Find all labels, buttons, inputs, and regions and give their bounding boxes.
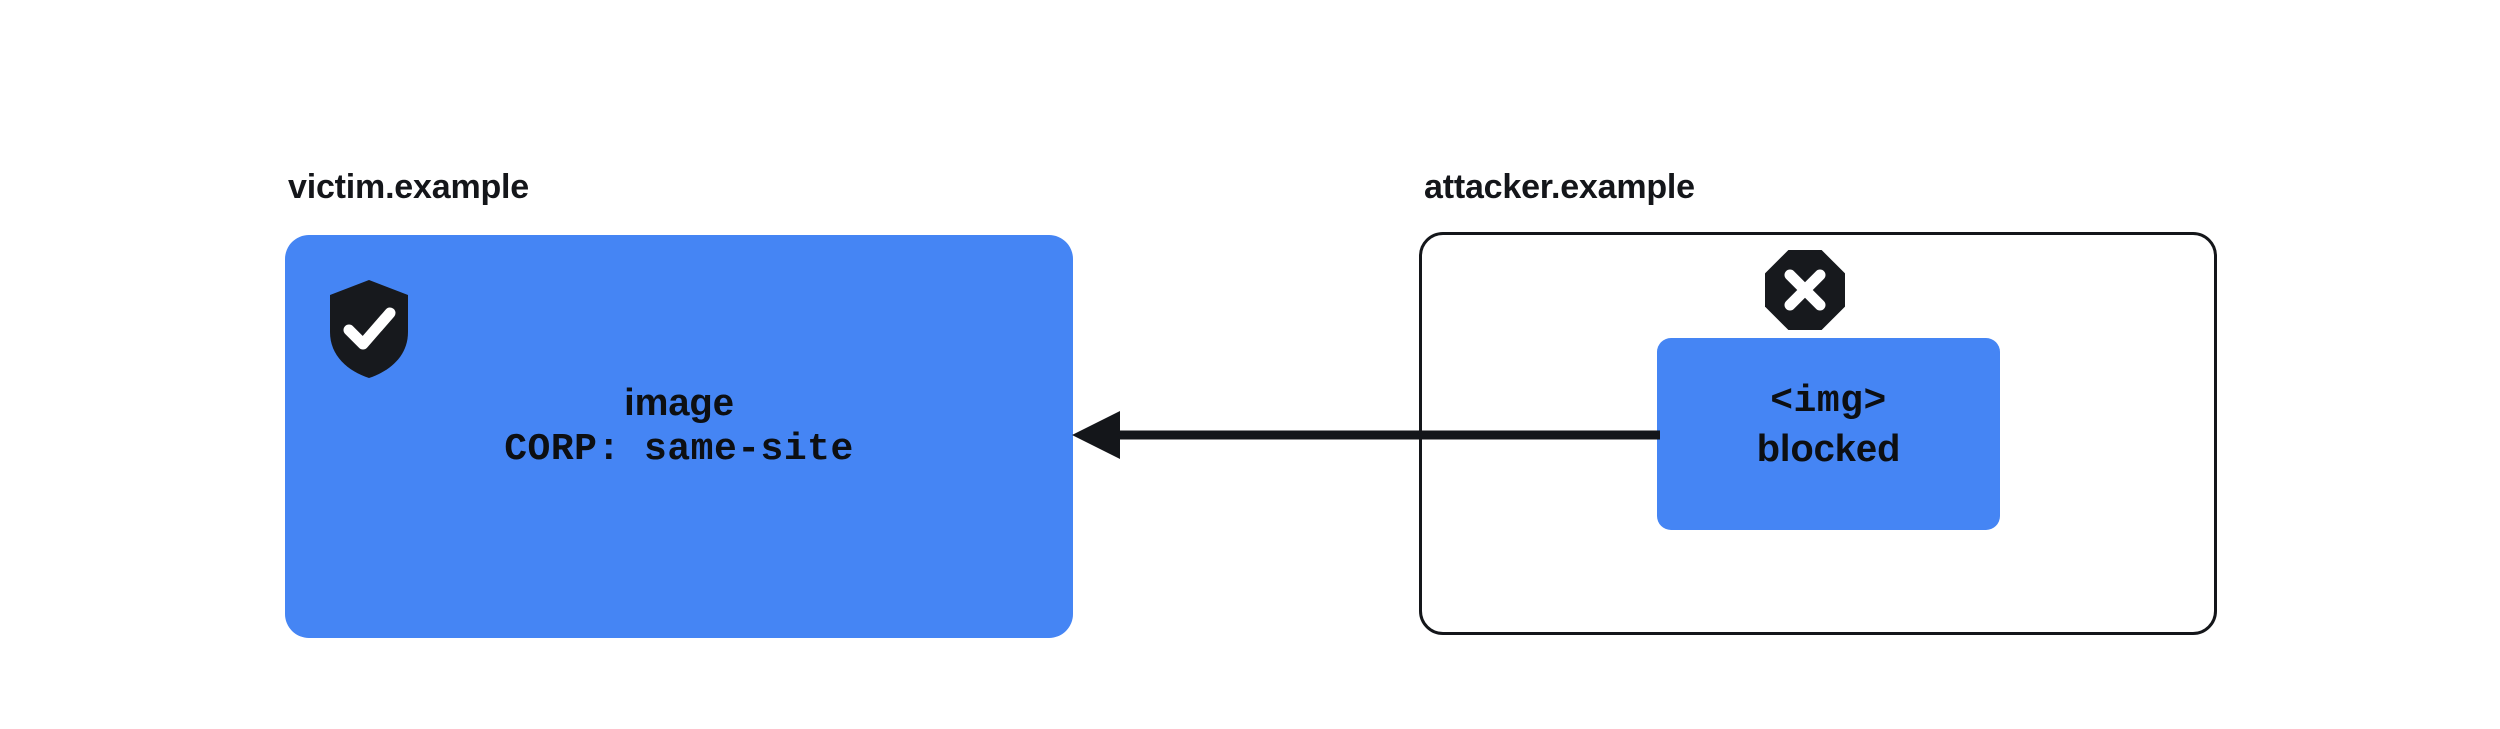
- attacker-origin-label: attacker.example: [1424, 168, 1695, 206]
- blocked-request-arrow: [1060, 405, 1670, 465]
- attacker-img-outcome: blocked: [1756, 428, 1901, 470]
- octagon-x-icon: [1765, 250, 1845, 330]
- victim-resource-text: image CORP: same-site: [285, 380, 1073, 474]
- victim-resource-name: image: [624, 382, 734, 424]
- victim-origin-label: victim.example: [288, 168, 529, 206]
- victim-origin-card: [285, 235, 1073, 638]
- shield-check-icon: [330, 280, 408, 378]
- attacker-img-element: <img>: [1770, 380, 1887, 423]
- victim-resource-header: CORP: same-site: [504, 428, 854, 471]
- attacker-img-request-text: <img> blocked: [1657, 378, 2000, 472]
- attacker-img-request-chip: [1657, 338, 2000, 530]
